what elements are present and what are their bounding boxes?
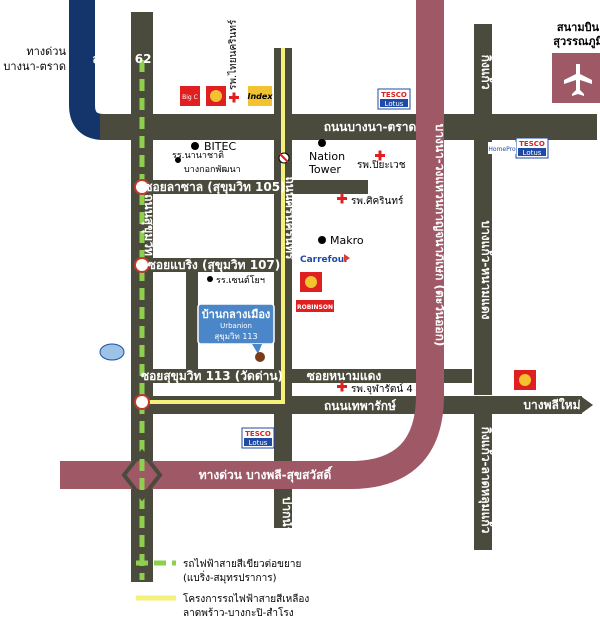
carrefour-label: Carrefour (300, 255, 349, 265)
makro-marker (318, 236, 326, 244)
srinakarin-label: ถนนศรีนครินทร์ (283, 177, 297, 261)
hosp-piyawet-label: รพ.ปิยะเวช (357, 160, 406, 171)
carrefour-logo-icon (344, 254, 350, 262)
project-location: สุขุมวิท 113 (214, 332, 257, 341)
svg-text:Big C: Big C (182, 94, 198, 101)
index-logo: Index (248, 86, 274, 106)
school-nana-label: รร.นานาชาติ (172, 150, 224, 161)
legend-yellow-label: โครงการรถไฟฟ้าสายสีเหลือง (183, 592, 309, 605)
bangna-trad-expressway-label-1: ทางด่วน (26, 45, 66, 58)
makro-label: Makro (330, 234, 364, 247)
pak-nam-label: ปากน้ำ (280, 497, 297, 534)
hosp-thai-nakarin-label: รพ.ไทยนครินทร์ (227, 19, 239, 90)
nation-tower-marker (318, 139, 326, 147)
soi-baering-label: ซอยแบริ่ง (สุขุมวิท 107) (148, 256, 281, 273)
bitec-marker (191, 142, 199, 150)
bitec-label: BITEC (204, 140, 236, 153)
school-sensai-marker (207, 276, 213, 282)
yellow-line-track (142, 48, 285, 404)
airplane-icon (564, 64, 592, 96)
svg-text:TESCO: TESCO (381, 91, 407, 99)
thepharak-label: ถนนเทพารักษ์ (324, 399, 396, 413)
king-kaew-road (474, 24, 492, 119)
soi-lasalle-road (142, 180, 368, 194)
soi-113-label: ซอยสุขุมวิท 113 (วัดด่าน) (141, 369, 283, 384)
tesco-lotus-logo-1: TESCO Lotus (377, 88, 411, 110)
project-marker[interactable]: บ้านกลางเมือง Urbanion สุขุมวิท 113 (197, 303, 275, 362)
svg-text:Lotus: Lotus (385, 100, 404, 108)
svg-text:ROBINSON: ROBINSON (297, 304, 333, 311)
soi-lasalle-label: ซอยลาซาล (สุขุมวิท 105) (144, 180, 285, 195)
kingkaew-lower-label: กิ่งแก้ว-ลาดหลุมแก้ว (478, 427, 495, 534)
thepharak-arrow (582, 397, 593, 413)
tops-logo-3 (514, 370, 536, 390)
tesco-lotus-logo-3: TESCO Lotus (241, 427, 275, 449)
tops-logo-2 (300, 272, 322, 292)
soi-baering-branch (186, 270, 198, 370)
nation-tower-label-1: Nation (309, 150, 345, 163)
soi-nam-daeng-label: ซอยหนามแดง (307, 369, 382, 383)
big-c-logo: Big C (180, 86, 200, 106)
bangna-trad-road (100, 114, 597, 140)
legend-green-label: รถไฟฟ้าสายสีเขียวต่อขยาย (183, 558, 301, 570)
kingkaew-lower-road (474, 410, 492, 550)
bangphli-new-label: บางพลีใหม่ (523, 397, 580, 412)
svg-text:Lotus: Lotus (249, 439, 268, 447)
school-nana-sub-label: บางกอกพัฒนา (184, 165, 241, 175)
svg-text:Lotus: Lotus (523, 149, 542, 157)
tesco-lotus-logo-2: TESCO Lotus (515, 137, 549, 159)
robinson-logo: ROBINSON (296, 300, 334, 312)
cloverleaf-interchange (121, 448, 163, 502)
hosp-sikarin-label: รพ.ศิครินทร์ (351, 195, 404, 207)
expressway-top-end (416, 0, 444, 28)
svg-text:TESCO: TESCO (519, 140, 545, 148)
svg-text:TESCO: TESCO (245, 430, 271, 438)
hosp-jularat-label: รพ.จุฬารัตน์ 4 (351, 383, 413, 395)
nation-tower-label-2: Tower (308, 163, 341, 176)
school-nana-marker (175, 157, 181, 163)
bang-kaew-road (474, 140, 492, 395)
homepro-logo: HomePro (488, 142, 516, 154)
sukhumvit-label: ถนนสุขุมวิท (141, 194, 156, 256)
legend: รถไฟฟ้าสายสีเขียวต่อขยาย (แบริ่ง-สมุทรปร… (136, 558, 309, 619)
airport-label-1: สนามบิน (557, 21, 600, 34)
bang-kaew-label: บางแก้ว-หนามแดง (479, 220, 493, 319)
hospital-icon (229, 92, 385, 392)
school-emblem-icon (99, 343, 125, 361)
bus-stop-icon (278, 152, 290, 164)
kanchana-expressway-label: บางนา-วงแหวนกาญจนาภิเษก (ตะวันออก) (433, 124, 447, 347)
bts-station-markers (134, 179, 150, 410)
legend-green-sub: (แบริ่ง-สมุทรปราการ) (183, 570, 277, 584)
bangphli-expressway-label: ทางด่วน บางพลี-สุขสวัสดิ์ (199, 466, 333, 483)
airport-label-2: สุวรรณภูมิ (553, 35, 600, 49)
legend-yellow-sub: ลาดพร้าว-บางกะปิ-สำโรง (183, 606, 294, 619)
soi-baering-road (142, 258, 282, 272)
school-sensai-label: รร.เซนต์โยฯ (216, 274, 265, 286)
kanchana-expressway (60, 0, 444, 489)
expressway-end (60, 461, 88, 489)
sukhumvit62-label: สุขุมวิท 62 (93, 52, 152, 67)
soi-113-road (142, 369, 472, 383)
bangna-trad-expressway-label-2: บางนา-ตราด (3, 60, 66, 73)
project-name: บ้านกลางเมือง (202, 308, 271, 321)
bangna-trad-road-label: ถนนบางนา-ตราด (324, 120, 417, 134)
svg-text:Index: Index (248, 92, 274, 101)
tops-logo-1 (206, 86, 226, 106)
svg-text:HomePro: HomePro (488, 146, 516, 153)
king-kaew-label: กิ่งแก้ว (479, 55, 495, 90)
project-brand: Urbanion (220, 322, 252, 330)
